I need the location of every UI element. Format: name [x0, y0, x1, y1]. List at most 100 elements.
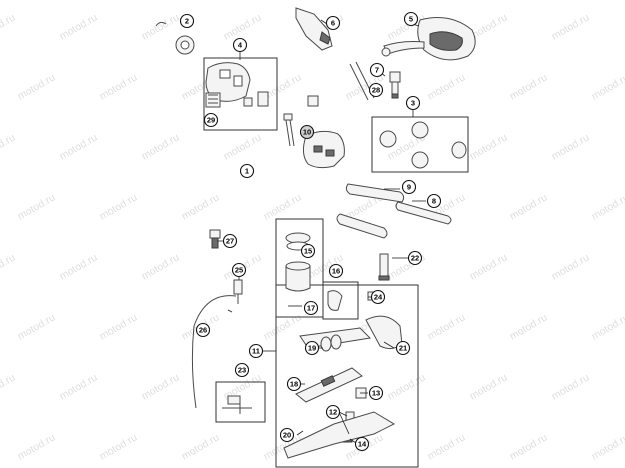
watermark-text: motod.ru	[262, 191, 304, 222]
watermark-text: motod.ru	[222, 131, 264, 162]
watermark-text: motod.ru	[550, 371, 592, 402]
svg-text:3: 3	[411, 99, 415, 108]
watermark-text: motod.ru	[98, 191, 140, 222]
part-cable	[191, 279, 243, 409]
callout-23: 23	[234, 362, 250, 378]
frame-reservoir-kit	[275, 218, 324, 318]
frame-clamp-kit	[322, 281, 359, 320]
watermark-text: motod.ru	[58, 131, 100, 162]
watermark-text: motod.ru	[58, 11, 100, 42]
watermark-text: motod.ru	[0, 371, 18, 402]
callout-15: 15	[300, 243, 316, 259]
watermark-text: motod.ru	[180, 191, 222, 222]
svg-text:14: 14	[358, 440, 367, 449]
callout-7: 7	[369, 62, 385, 78]
watermark-text: motod.ru	[222, 11, 264, 42]
svg-text:7: 7	[375, 66, 379, 75]
callout-13: 13	[368, 385, 384, 401]
svg-text:5: 5	[409, 15, 413, 24]
watermark-text: motod.ru	[468, 251, 510, 282]
svg-text:25: 25	[235, 266, 243, 275]
callout-29: 29	[203, 112, 219, 128]
part-cap-washer	[155, 21, 195, 55]
callout-20: 20	[279, 427, 295, 443]
watermark-text: motod.ru	[98, 311, 140, 342]
callout-26: 26	[195, 322, 211, 338]
watermark-text: motod.ru	[386, 371, 428, 402]
callout-16: 16	[328, 263, 344, 279]
watermark-text: motod.ru	[508, 311, 550, 342]
svg-text:23: 23	[238, 366, 246, 375]
svg-text:19: 19	[308, 344, 316, 353]
svg-text:26: 26	[199, 326, 207, 335]
frame-master-cylinder	[275, 284, 419, 468]
watermark-text: motod.ru	[58, 251, 100, 282]
watermark-text: motod.ru	[426, 431, 468, 462]
callout-17: 17	[303, 300, 319, 316]
watermark-text: motod.ru	[468, 371, 510, 402]
part-seals	[320, 334, 342, 352]
part-throttle-housing	[302, 130, 345, 169]
callout-5: 5	[403, 11, 419, 27]
watermark-text: motod.ru	[550, 11, 592, 42]
watermark-text: motod.ru	[508, 71, 550, 102]
svg-text:6: 6	[331, 19, 335, 28]
callout-3: 3	[405, 95, 421, 111]
callout-27: 27	[222, 233, 238, 249]
part-clamp	[327, 290, 343, 311]
svg-text:24: 24	[374, 293, 383, 302]
watermark-text: motod.ru	[508, 431, 550, 462]
frame-switch-assembly	[203, 57, 278, 131]
watermark-text: motod.ru	[180, 431, 222, 462]
part-grip-end	[295, 7, 333, 51]
callout-6: 6	[325, 15, 341, 31]
watermark-text: motod.ru	[468, 131, 510, 162]
svg-text:12: 12	[329, 408, 337, 417]
watermark-text: motod.ru	[16, 311, 58, 342]
part-cable-kit	[222, 395, 252, 414]
svg-text:2: 2	[185, 17, 189, 26]
watermark-text: motod.ru	[590, 431, 625, 462]
callout-24: 24	[370, 289, 386, 305]
watermark-text: motod.ru	[426, 71, 468, 102]
watermark-text: motod.ru	[508, 191, 550, 222]
watermark-text: motod.ru	[426, 311, 468, 342]
frame-mirror-caps	[371, 116, 469, 173]
watermark-text: motod.ru	[140, 251, 182, 282]
svg-text:29: 29	[207, 116, 215, 125]
callout-4: 4	[232, 37, 248, 53]
watermark-text: motod.ru	[590, 71, 625, 102]
svg-text:1: 1	[245, 167, 249, 176]
svg-text:11: 11	[252, 347, 260, 356]
callout-8: 8	[426, 193, 442, 209]
callout-28: 28	[368, 82, 384, 98]
svg-text:16: 16	[332, 267, 340, 276]
part-reservoir	[285, 232, 311, 307]
callout-22: 22	[407, 250, 423, 266]
svg-text:21: 21	[399, 344, 407, 353]
watermark-text: motod.ru	[140, 131, 182, 162]
svg-text:17: 17	[307, 304, 315, 313]
svg-text:13: 13	[372, 389, 380, 398]
callout-19: 19	[304, 340, 320, 356]
callout-25: 25	[231, 262, 247, 278]
part-adjuster	[209, 229, 221, 249]
callout-9: 9	[401, 179, 417, 195]
svg-text:10: 10	[303, 128, 311, 137]
part-grips	[336, 183, 452, 239]
part-brake-lever	[299, 291, 403, 350]
svg-text:28: 28	[372, 86, 380, 95]
part-switch-housing	[205, 62, 269, 108]
watermark-text: motod.ru	[590, 191, 625, 222]
watermark-text: motod.ru	[140, 11, 182, 42]
callout-2: 2	[179, 13, 195, 29]
watermark-text: motod.ru	[58, 371, 100, 402]
watermark-text: motod.ru	[16, 191, 58, 222]
watermark-text: motod.ru	[16, 431, 58, 462]
callout-21: 21	[395, 340, 411, 356]
watermark-text: motod.ru	[590, 311, 625, 342]
part-mirror-caps	[379, 121, 467, 169]
watermark-text: motod.ru	[262, 311, 304, 342]
svg-text:27: 27	[226, 237, 234, 246]
